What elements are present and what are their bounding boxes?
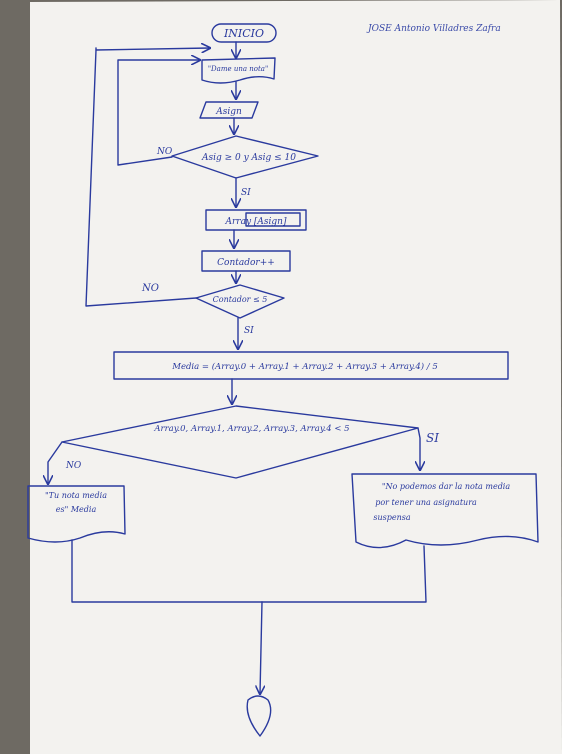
mean-label: Media = (Array.0 + Array.1 + Array.2 + A… <box>171 361 437 372</box>
start-terminator <box>211 23 277 43</box>
counter-yes-label: SI <box>244 326 254 336</box>
fail-yes-label: SI <box>426 431 439 445</box>
counter-check-label: Contador ≤ 5 <box>213 295 268 304</box>
flow-fail-no <box>48 441 63 484</box>
paper-shadow <box>0 0 30 754</box>
store-label: Array [Asign] <box>225 217 287 227</box>
flow-merge-right <box>261 545 427 603</box>
counter-process <box>201 250 291 272</box>
fail-output-line3: suspensa <box>373 513 410 522</box>
prompt-output-shape <box>201 57 276 84</box>
range-no-label: NO <box>156 147 173 157</box>
counter-label: Contador++ <box>217 258 275 268</box>
paper-sheet <box>30 0 562 754</box>
input-label: Asign <box>215 107 242 117</box>
range-yes-label: SI <box>241 188 251 198</box>
author-signature: JOSE Antonio Villadres Zafra <box>366 24 501 34</box>
flow-fail-yes <box>418 427 420 470</box>
counter-check-decision <box>195 284 285 319</box>
fail-output-line2: por tener una asignatura <box>375 498 477 507</box>
fail-output-shape <box>351 473 539 549</box>
flow-to-end <box>260 601 262 694</box>
mean-process <box>113 351 509 380</box>
range-check-label: Asig ≥ 0 y Asig ≤ 10 <box>201 153 296 163</box>
store-index-box <box>245 212 301 227</box>
flow-merge-left <box>71 539 263 603</box>
start-label: INICIO <box>223 27 264 40</box>
fail-output-line1: "No podemos dar la nota media <box>382 482 511 491</box>
fail-check-label: Array.0, Array.1, Array.2, Array.3, Arra… <box>153 424 349 434</box>
mean-output-line2: es" Media <box>56 505 97 514</box>
mean-output-shape <box>27 485 126 543</box>
counter-no-label: NO <box>141 283 159 294</box>
prompt-label: "Dame una nota" <box>208 65 268 73</box>
fail-check-decision <box>61 405 419 479</box>
end-terminator <box>246 695 272 737</box>
fail-no-label: NO <box>65 461 82 471</box>
input-shape <box>199 101 259 119</box>
store-process <box>205 209 307 231</box>
flow-range-no-loop <box>117 60 200 166</box>
mean-output-line1: "Tu nota media <box>45 491 107 500</box>
flow-counter-no-loop <box>85 48 210 307</box>
